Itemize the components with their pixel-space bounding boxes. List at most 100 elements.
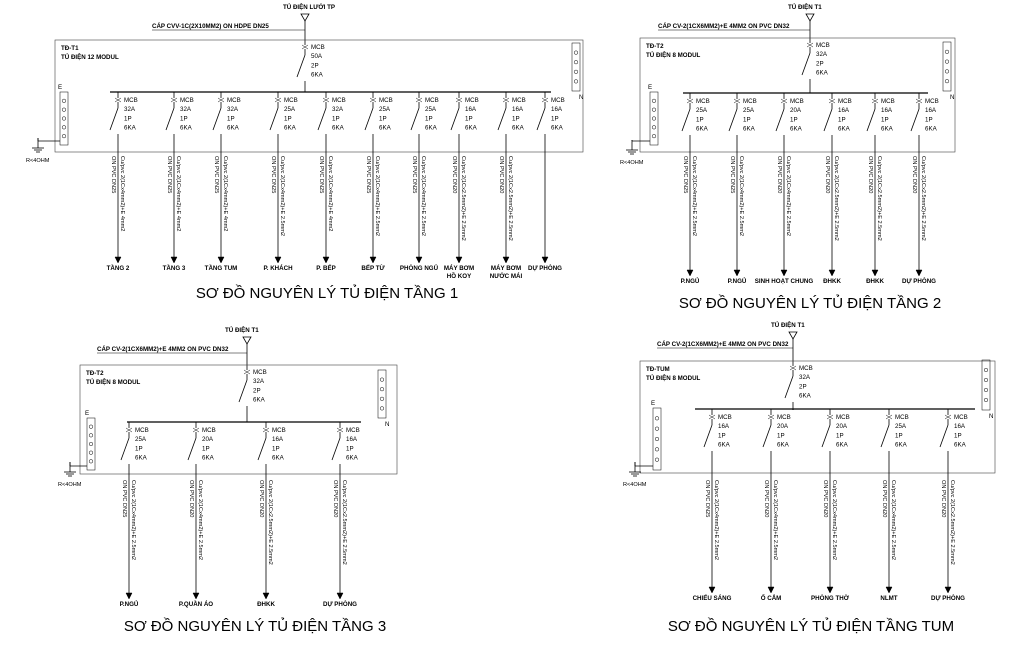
cable-conduit-spec: ON PVC DN25	[729, 156, 735, 193]
load-label: MÁY BƠM	[491, 265, 521, 272]
branch-mcb-cross-b	[826, 414, 834, 420]
earth-terminal-strip-terminal	[654, 457, 660, 462]
panel-id: TĐ-T1	[61, 45, 79, 52]
diagram-title: SƠ ĐỒ NGUYÊN LÝ TỦ ĐIỆN TẦNG TUM	[668, 617, 954, 635]
neutral-terminal-strip-terminal	[983, 387, 989, 393]
load-arrow-icon	[541, 256, 549, 264]
panel-description: TỦ ĐIỆN 12 MODUL	[61, 53, 119, 61]
branch-mcb-label-2: 1P	[346, 445, 354, 452]
branch-mcb-label-1: 32A	[332, 106, 344, 113]
neutral-terminal-strip-terminal	[573, 69, 579, 74]
neutral-terminal-strip-terminal	[379, 387, 385, 392]
branch-mcb-cross-b	[192, 427, 200, 433]
branch-mcb-label-0: MCB	[696, 98, 710, 105]
earth-terminal-strip-terminal	[654, 447, 660, 452]
cable-conduit-spec: ON PVC DN20	[911, 156, 917, 193]
branch-mcb-label-3: 6KA	[743, 126, 756, 133]
cable-conductor-spec: Cu/pvc 2(1Cx4mm2)+E 2.5mm2	[831, 480, 837, 560]
load-arrow-icon	[170, 256, 178, 264]
branch-mcb-cross-b	[541, 97, 549, 103]
load-label: PHÒNG NGỦ	[400, 264, 439, 272]
branch-mcb-cross-b	[455, 97, 463, 103]
load-arrow-icon	[369, 256, 377, 264]
branch-mcb-cross-b	[686, 98, 694, 104]
load-label: P. KHÁCH	[263, 265, 293, 272]
branch-mcb-blade	[269, 107, 279, 131]
neutral-terminal-strip	[571, 42, 581, 92]
cable-conduit-spec: ON PVC DN20	[822, 480, 828, 517]
branch-mcb-label-3: 6KA	[332, 125, 345, 132]
load-label: P. BẾP	[316, 265, 336, 272]
earth-terminal-strip-terminal	[61, 116, 67, 121]
branch-mcb-cross-b	[767, 414, 775, 420]
main-mcb-label-0: MCB	[253, 369, 267, 376]
source-label: TỦ ĐIỆN T1	[788, 3, 822, 11]
load-label: TẦNG 3	[163, 265, 186, 272]
panel-id: TĐ-TUM	[646, 366, 670, 373]
main-mcb-cross-b	[806, 42, 814, 48]
branch-mcb-label-3: 6KA	[180, 125, 193, 132]
branch-mcb-label-2: 1P	[512, 115, 520, 122]
branch-mcb-label-2: 1P	[180, 115, 188, 122]
cable-conduit-spec: ON PVC DN25	[682, 156, 688, 193]
earth-label: E	[651, 400, 655, 407]
cable-conduit-spec: ON PVC DN20	[940, 480, 946, 517]
branch-mcb-blade	[317, 107, 327, 131]
neutral-label: N	[989, 413, 993, 420]
branch-mcb-label-1: 16A	[954, 423, 966, 430]
branch-mcb-blade	[703, 424, 713, 448]
load-label: P.NGỦ	[728, 278, 747, 285]
branch-mcb-label-2: 1P	[743, 116, 751, 123]
branch-mcb-label-1: 16A	[346, 436, 358, 443]
cable-conductor-spec: Cu/pvc 2(1Cx4mm2)+E 4mm2	[119, 156, 125, 231]
branch-mcb-cross-b	[885, 414, 893, 420]
source-label: TỦ ĐIỆN T1	[225, 326, 259, 334]
branch-mcb-label-3: 6KA	[881, 126, 894, 133]
neutral-terminal-strip-terminal	[944, 49, 950, 54]
main-mcb-label-1: 32A	[816, 51, 828, 58]
load-label: DỰ PHÒNG	[902, 277, 936, 285]
load-arrow-icon	[944, 586, 952, 594]
load-arrow-icon	[415, 256, 423, 264]
neutral-terminal-strip	[377, 369, 387, 419]
branch-mcb-blade	[823, 108, 833, 132]
main-mcb-blade	[784, 375, 794, 399]
branch-mcb-label-3: 6KA	[551, 125, 564, 132]
cable-conductor-spec: Cu/pvc 2(1Cx2.5mm2)+E 2.5mm2	[341, 480, 347, 565]
load-label: P.NGỦ	[681, 278, 700, 285]
load-arrow-icon	[192, 592, 200, 600]
source-arrow-icon	[788, 331, 798, 340]
cable-conductor-spec: Cu/pvc 2(1Cx4mm2)+E 4mm2	[222, 156, 228, 231]
branch-mcb-blade	[165, 107, 175, 131]
branch-mcb-label-0: MCB	[838, 98, 852, 105]
branch-mcb-cross-b	[114, 97, 122, 103]
neutral-label: N	[385, 421, 389, 428]
main-mcb-blade	[296, 54, 306, 78]
load-label: DỰ PHÒNG	[931, 594, 965, 602]
cable-conduit-spec: ON PVC DN20	[824, 156, 830, 193]
branch-mcb-blade	[821, 424, 831, 448]
branch-mcb-cross-b	[262, 427, 270, 433]
branch-mcb-blade	[410, 107, 420, 131]
load-label: TẦNG 2	[107, 265, 130, 272]
neutral-terminal-strip-terminal	[379, 396, 385, 401]
neutral-terminal-strip-terminal	[944, 59, 950, 64]
earth-terminal-strip-terminal	[654, 426, 660, 431]
cable-conductor-spec: Cu/pvc 2(1Cx2.5mm2)+E 2.5mm2	[267, 480, 273, 565]
branch-mcb-blade	[762, 424, 772, 448]
branch-mcb-label-1: 25A	[284, 106, 296, 113]
branch-mcb-label-3: 6KA	[124, 125, 137, 132]
branch-mcb-label-0: MCB	[551, 97, 565, 104]
branch-mcb-label-2: 1P	[551, 115, 559, 122]
ground-resistance-label: R<4OHM	[623, 482, 647, 488]
diagram-title: SƠ ĐỒ NGUYÊN LÝ TỦ ĐIỆN TẦNG 2	[679, 294, 941, 312]
load-arrow-icon	[322, 256, 330, 264]
load-label: MÁY BƠM	[444, 265, 474, 272]
